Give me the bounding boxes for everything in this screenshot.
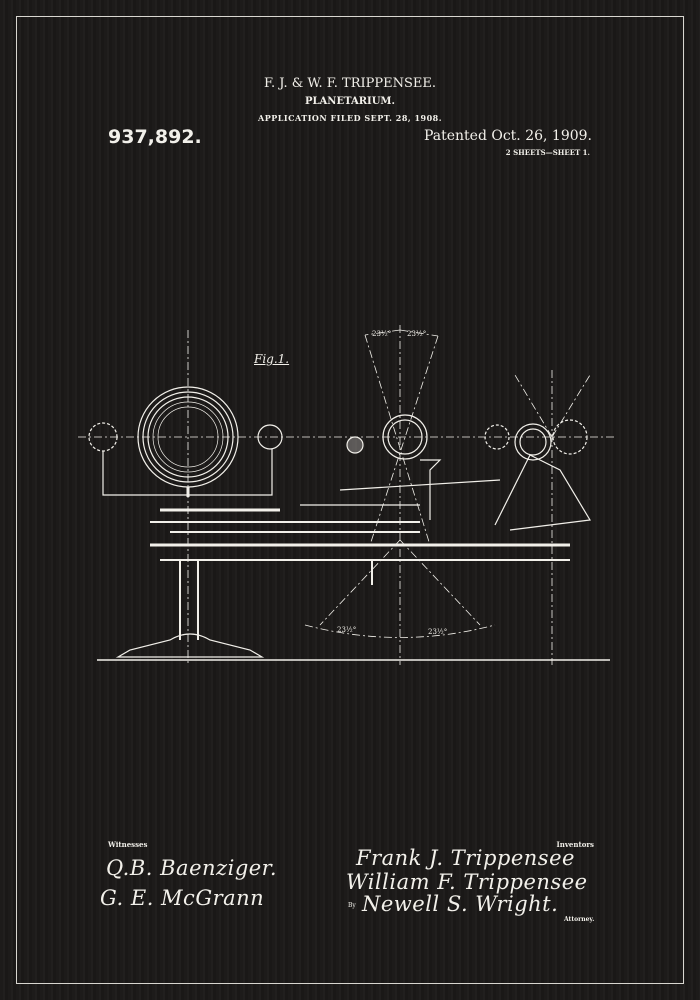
witnesses-label: Witnesses [108, 840, 148, 849]
poster-frame [16, 16, 684, 984]
figure-label: Fig.1. [254, 352, 290, 366]
by-label: By [348, 902, 356, 909]
center-lines [78, 325, 616, 665]
patent-title: PLANETARIUM. [305, 96, 395, 107]
angle-label: 23½° [407, 330, 427, 338]
sun-globe [137, 386, 239, 497]
attorney-signature: Newell S. Wright. [362, 892, 559, 916]
angle-label: 23½° [372, 330, 392, 338]
angle-label: 23½° [428, 628, 448, 636]
patent-number: 937,892. [108, 126, 202, 148]
inventor-signature: Frank J. Trippensee [356, 846, 575, 870]
arms-and-rails [102, 449, 591, 585]
attorney-label: Attorney. [564, 916, 595, 923]
sheets-label: 2 SHEETS—SHEET 1. [505, 148, 590, 157]
planet-right [514, 423, 552, 461]
planet-i [257, 424, 283, 450]
witness-signature: G. E. McGrann [100, 886, 265, 910]
inventor-signature: William F. Trippensee [346, 870, 588, 894]
planet-right-dashed [552, 419, 588, 455]
inventors-label: Inventors [556, 840, 594, 849]
inventors-heading: F. J. & W. F. TRIPPENSEE. [263, 76, 437, 91]
planet-right-small [484, 424, 510, 450]
application-date: APPLICATION FILED SEPT. 28, 1908. [257, 113, 443, 123]
moon [346, 436, 364, 454]
stand [115, 560, 265, 658]
witness-signature: Q.B. Baenziger. [106, 856, 278, 880]
angle-label: 23½° [337, 626, 357, 634]
patented-date: Patented Oct. 26, 1909. [423, 128, 592, 144]
earth-globe [382, 414, 428, 460]
